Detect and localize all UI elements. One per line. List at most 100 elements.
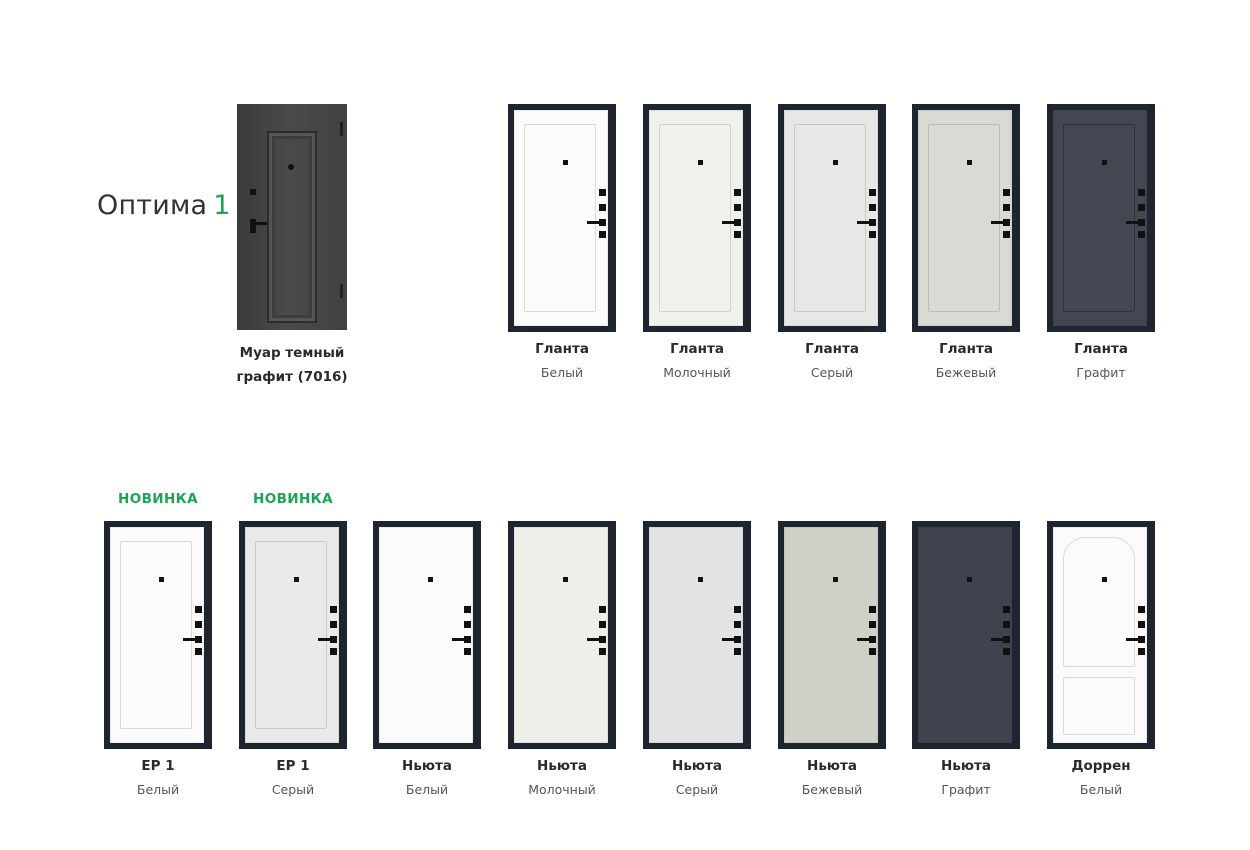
door-leaf xyxy=(784,527,878,743)
peephole-icon xyxy=(1102,577,1107,582)
door-color-name: Серый xyxy=(810,365,854,380)
lock-icon xyxy=(734,189,741,196)
door-panel-frame xyxy=(120,541,192,729)
door-color-name: Молочный xyxy=(663,365,731,380)
lock-icon xyxy=(869,648,876,655)
door-thumbnail[interactable] xyxy=(239,521,347,749)
lock-icon xyxy=(464,648,471,655)
lock-icon xyxy=(1003,606,1010,613)
door-handle-icon xyxy=(722,221,736,224)
door-handle-icon xyxy=(318,638,332,641)
door-thumbnail[interactable] xyxy=(778,521,886,749)
door-thumbnail[interactable] xyxy=(643,104,751,332)
door-model-name: Ньюта xyxy=(807,758,857,774)
lock-icon xyxy=(1003,621,1010,628)
lock-icon xyxy=(1138,204,1145,211)
lock-icon xyxy=(330,636,337,643)
lock-icon xyxy=(1138,231,1145,238)
door-thumbnail[interactable] xyxy=(778,104,886,332)
lock-icon xyxy=(869,231,876,238)
door-model-name: Ньюта xyxy=(672,758,722,774)
door-thumbnail[interactable] xyxy=(912,521,1020,749)
door-thumbnail[interactable] xyxy=(643,521,751,749)
door-handle-icon xyxy=(255,222,267,225)
door-panel-frame xyxy=(1063,677,1135,735)
door-color-name: Графит xyxy=(941,782,991,797)
exterior-caption: Муар темный графит (7016) xyxy=(222,341,362,389)
peephole-icon xyxy=(563,577,568,582)
door-handle-icon xyxy=(1126,221,1140,224)
door-leaf xyxy=(245,527,339,743)
lock-icon xyxy=(195,648,202,655)
lock-icon xyxy=(1003,219,1010,226)
door-panel-frame xyxy=(255,541,327,729)
lock-icon xyxy=(1138,189,1145,196)
peephole-icon xyxy=(563,160,568,165)
door-color-name: Серый xyxy=(675,782,719,797)
lock-icon xyxy=(734,621,741,628)
peephole-icon xyxy=(698,160,703,165)
lock-icon xyxy=(330,606,337,613)
lock-icon xyxy=(250,189,256,195)
lock-icon xyxy=(1138,648,1145,655)
lock-icon xyxy=(599,648,606,655)
door-thumbnail[interactable] xyxy=(912,104,1020,332)
door-leaf xyxy=(918,110,1012,326)
door-leaf xyxy=(514,527,608,743)
door-model-name: EP 1 xyxy=(141,758,175,774)
lock-icon xyxy=(869,606,876,613)
door-model-name: Ньюта xyxy=(537,758,587,774)
door-color-name: Белый xyxy=(405,782,449,797)
peephole-icon xyxy=(159,577,164,582)
lock-icon xyxy=(869,636,876,643)
lock-icon xyxy=(330,621,337,628)
door-thumbnail[interactable] xyxy=(104,521,212,749)
door-leaf xyxy=(784,110,878,326)
door-thumbnail[interactable] xyxy=(373,521,481,749)
door-leaf xyxy=(649,110,743,326)
door-handle-icon xyxy=(587,638,601,641)
door-color-name: Белый xyxy=(136,782,180,797)
lock-icon xyxy=(1003,648,1010,655)
lock-icon xyxy=(599,231,606,238)
lock-icon xyxy=(734,606,741,613)
lock-icon xyxy=(734,204,741,211)
new-badge: НОВИНКА xyxy=(253,491,333,507)
door-color-name: Бежевый xyxy=(935,365,997,380)
door-model-name: Гланта xyxy=(670,341,724,357)
lock-icon xyxy=(734,231,741,238)
exterior-name-line1: Муар темный xyxy=(239,345,345,361)
door-leaf xyxy=(514,110,608,326)
lock-icon xyxy=(869,189,876,196)
exterior-name-line2: графит (7016) xyxy=(236,369,348,385)
door-model-name: EP 1 xyxy=(276,758,310,774)
door-thumbnail[interactable] xyxy=(508,521,616,749)
hinge xyxy=(340,122,343,136)
door-handle-icon xyxy=(991,638,1005,641)
door-thumbnail[interactable] xyxy=(508,104,616,332)
lock-icon xyxy=(599,606,606,613)
door-panel-frame xyxy=(928,124,1000,312)
door-handle-icon xyxy=(857,638,871,641)
peephole-icon xyxy=(698,577,703,582)
door-thumbnail[interactable] xyxy=(1047,104,1155,332)
peephole-icon xyxy=(294,577,299,582)
door-handle-icon xyxy=(587,221,601,224)
door-model-name: Гланта xyxy=(1074,341,1128,357)
door-thumbnail[interactable] xyxy=(1047,521,1155,749)
door-leaf xyxy=(1053,527,1147,743)
exterior-door-image[interactable] xyxy=(237,104,347,330)
door-leaf xyxy=(649,527,743,743)
door-leaf xyxy=(918,527,1012,743)
lock-icon xyxy=(464,636,471,643)
door-model-name: Гланта xyxy=(805,341,859,357)
door-handle-icon xyxy=(183,638,197,641)
lock-icon xyxy=(1138,621,1145,628)
